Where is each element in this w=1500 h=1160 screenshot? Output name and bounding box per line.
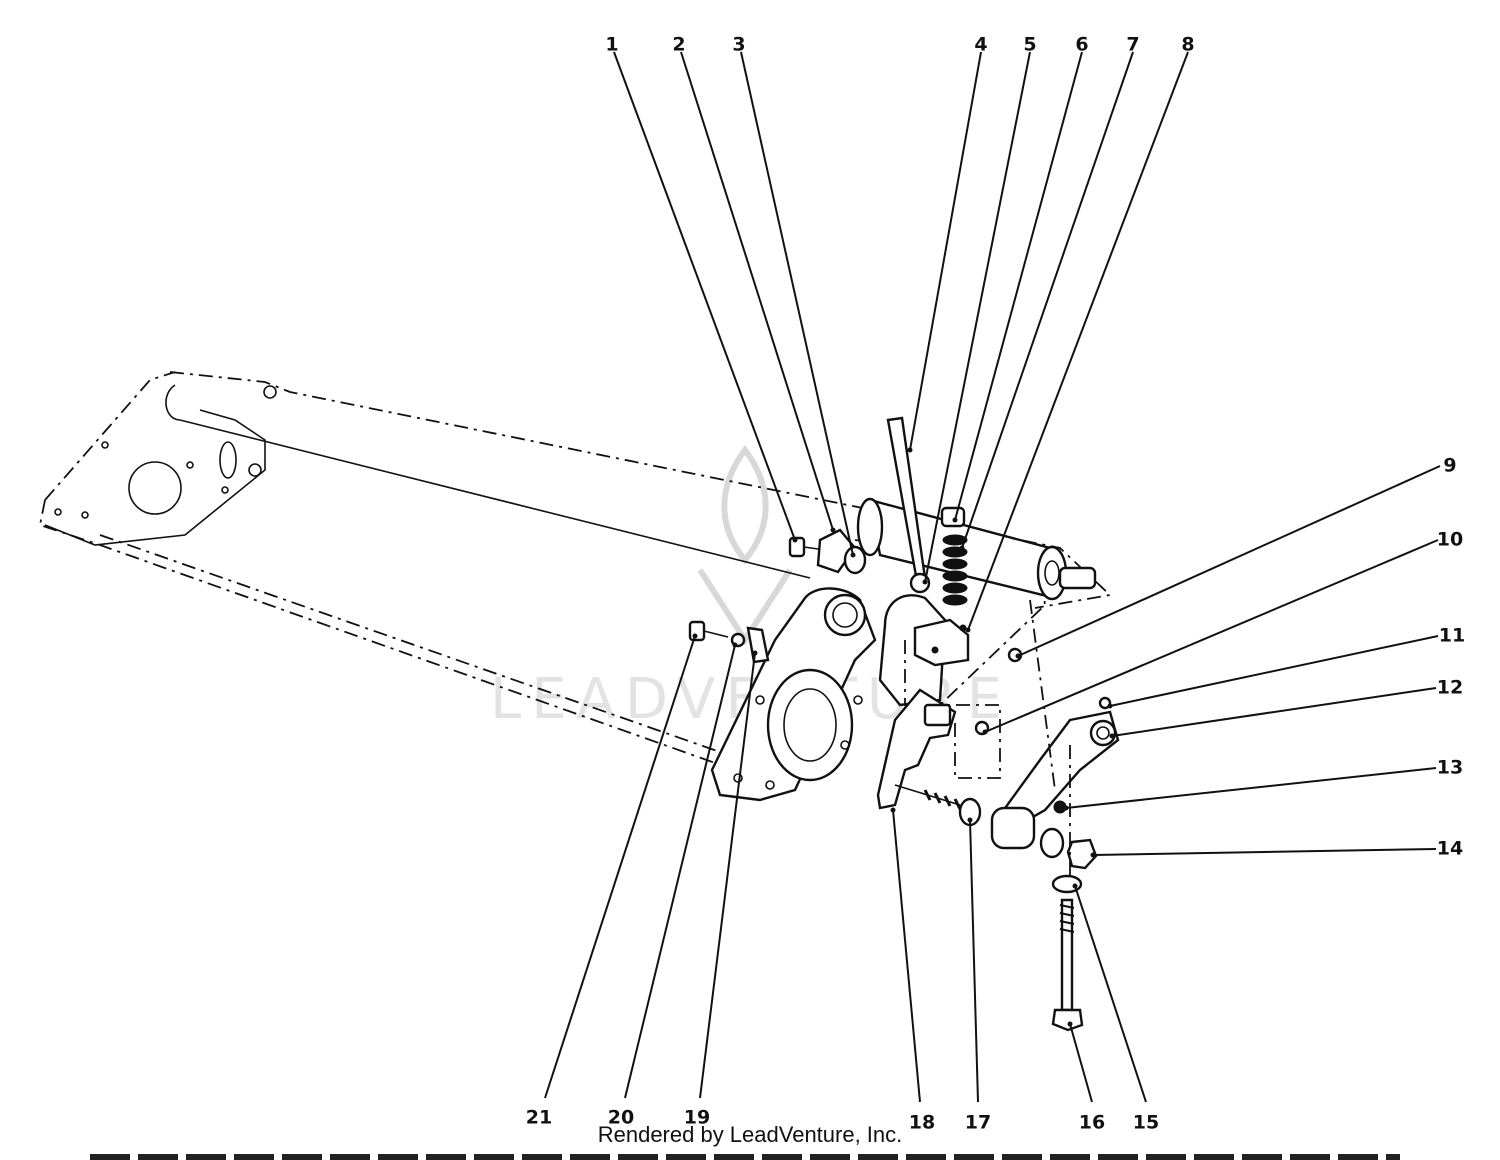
leader-tip-5 <box>922 579 928 585</box>
callout-number-21: 21 <box>526 1107 552 1129</box>
leader-tip-2 <box>830 527 836 533</box>
leader-tip-14 <box>1090 852 1096 858</box>
callout-number-3: 3 <box>732 34 745 56</box>
callout-number-18: 18 <box>909 1112 935 1134</box>
leader-tip-20 <box>732 642 738 648</box>
deck-frame <box>38 371 1112 771</box>
bolt-washer-bushing <box>788 528 867 575</box>
callout-number-9: 9 <box>1443 455 1456 477</box>
leader-tip-15 <box>1072 883 1078 889</box>
callout-number-4: 4 <box>974 34 987 56</box>
leader-line-5 <box>924 51 1031 583</box>
leader-line-14 <box>1092 848 1437 856</box>
leader-line-16 <box>1069 1023 1093 1103</box>
leader-tip-4 <box>907 447 913 453</box>
callout-number-20: 20 <box>608 1107 634 1129</box>
callout-number-7: 7 <box>1126 34 1139 56</box>
leader-line-2 <box>680 51 834 531</box>
callout-number-2: 2 <box>672 34 685 56</box>
pivot-block <box>878 594 1001 779</box>
footer-credit: Rendered by LeadVenture, Inc. <box>597 1122 903 1147</box>
callout-number-5: 5 <box>1023 34 1036 56</box>
leader-line-4 <box>909 51 982 451</box>
leader-tip-11 <box>1107 703 1113 709</box>
leader-line-21 <box>544 635 696 1099</box>
callout-number-14: 14 <box>1437 838 1463 860</box>
callout-number-15: 15 <box>1133 1112 1159 1134</box>
spring-stack <box>940 506 968 606</box>
leader-line-17 <box>969 819 979 1103</box>
cropped-caption-edge <box>90 1154 1400 1160</box>
callout-number-6: 6 <box>1075 34 1088 56</box>
callout-number-1: 1 <box>605 34 618 56</box>
leader-line-6 <box>954 51 1083 521</box>
callout-number-16: 16 <box>1079 1112 1105 1134</box>
leader-line-3 <box>740 51 854 556</box>
callout-number-19: 19 <box>684 1107 710 1129</box>
leader-line-10 <box>984 539 1439 733</box>
leader-tip-3 <box>850 552 856 558</box>
callout-number-11: 11 <box>1439 625 1465 647</box>
leader-line-7 <box>961 51 1134 549</box>
leader-tip-8 <box>965 627 971 633</box>
leader-tip-10 <box>982 729 988 735</box>
idler-bracket <box>876 647 1023 827</box>
long-bolt <box>1051 874 1084 1032</box>
leader-line-11 <box>1109 635 1439 707</box>
adjusting-rod <box>886 416 931 594</box>
callout-number-8: 8 <box>1181 34 1194 56</box>
leader-line-18 <box>892 809 921 1103</box>
leader-tip-19 <box>752 650 758 656</box>
clip-bolt-set <box>688 620 770 664</box>
leader-tip-21 <box>692 633 698 639</box>
leader-tip-17 <box>967 817 973 823</box>
leader-tip-16 <box>1067 1021 1073 1027</box>
mounting-plate <box>710 587 877 802</box>
leader-line-1 <box>613 51 796 541</box>
leader-line-19 <box>699 652 756 1099</box>
callout-number-10: 10 <box>1437 529 1463 551</box>
leader-tip-12 <box>1109 733 1115 739</box>
leader-tip-13 <box>1063 805 1069 811</box>
leader-line-20 <box>624 644 736 1099</box>
idler-arm <box>990 599 1120 890</box>
callout-number-17: 17 <box>965 1112 991 1134</box>
callout-number-13: 13 <box>1437 757 1463 779</box>
leader-line-8 <box>967 51 1189 631</box>
leader-tip-1 <box>792 537 798 543</box>
callout-number-12: 12 <box>1437 677 1463 699</box>
leader-line-15 <box>1074 885 1147 1103</box>
leader-tip-18 <box>890 807 896 813</box>
leader-tip-9 <box>1015 653 1021 659</box>
leader-line-13 <box>1065 767 1437 809</box>
leader-line-12 <box>1111 687 1437 737</box>
leader-tip-6 <box>952 517 958 523</box>
leader-line-9 <box>1017 465 1441 657</box>
leader-tip-7 <box>959 545 965 551</box>
